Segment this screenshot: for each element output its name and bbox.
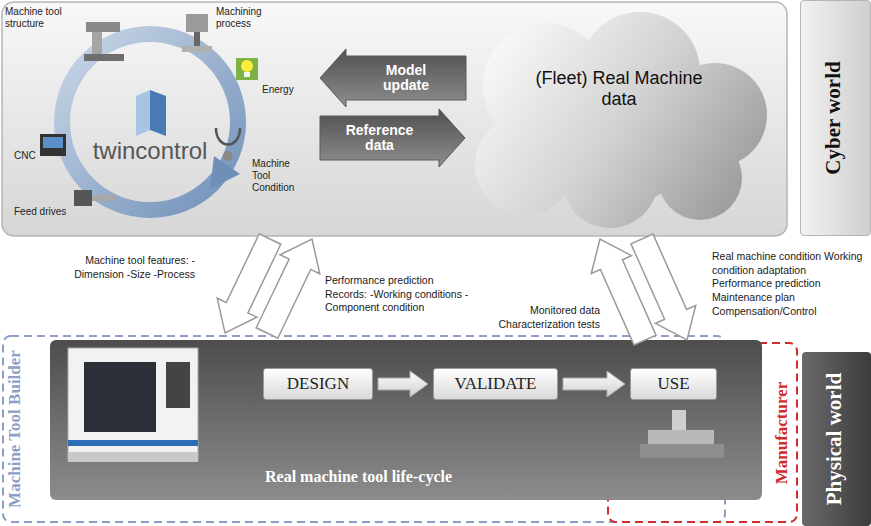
- part-label: Machine tool structure: [5, 6, 83, 30]
- flow-arrow: [631, 234, 696, 340]
- icon-part: [194, 32, 200, 46]
- icon-part: [244, 72, 250, 77]
- world-title: Physical world: [822, 354, 852, 524]
- stage-text: VALIDATE: [455, 374, 537, 394]
- structure-icon: [84, 22, 124, 61]
- twincontrol-loop: twincontrol: [40, 25, 315, 225]
- vise: [648, 430, 714, 444]
- workpiece-picture: [640, 410, 724, 458]
- icon-part: [236, 58, 258, 80]
- life-cycle-panel-ground: [50, 340, 762, 500]
- cnc-icon: [40, 134, 66, 156]
- icon-part: [92, 195, 116, 201]
- stage-text: USE: [657, 374, 689, 394]
- stage-box: VALIDATE: [433, 368, 558, 400]
- flow-arrow: [320, 49, 466, 107]
- icon-part: [186, 14, 208, 32]
- part-label: CNC: [14, 150, 36, 162]
- flow-arrow: [378, 371, 428, 397]
- panel-title: Real machine tool life-cycle: [265, 468, 452, 486]
- loop-arrowhead: [210, 156, 240, 189]
- data-cloud: (Fleet) Real Machine data: [470, 12, 768, 228]
- icon-part: [241, 60, 253, 72]
- logo-text: twincontrol: [40, 137, 260, 165]
- energy-icon: [236, 58, 258, 80]
- logo-part: [136, 90, 150, 136]
- edge-label: Monitored data Characterization tests: [470, 304, 600, 331]
- twincontrol-logo: [136, 90, 166, 136]
- edge-label: Machine tool features: -Dimension -Size …: [60, 254, 195, 281]
- part-label: Machine Tool Condition: [252, 158, 308, 194]
- flow-arrow: [256, 239, 320, 338]
- machine-control-panel: [166, 362, 190, 408]
- world-title: Cyber world: [821, 8, 851, 228]
- builder-region: Machine Tool Builder: [3, 336, 725, 522]
- flow-arrow: [320, 109, 465, 167]
- region-title: Machine Tool Builder: [5, 334, 29, 524]
- part-label: Feed drives: [14, 206, 66, 218]
- feed-drive-icon: [74, 190, 116, 206]
- machine-stripe: [68, 440, 198, 446]
- icon-part: [86, 22, 120, 32]
- logo-part: [150, 90, 166, 136]
- part-label: Energy: [262, 84, 294, 96]
- stage-box: DESIGN: [263, 368, 373, 400]
- condition-icon: [216, 128, 240, 161]
- cyber-panel-ground: [2, 2, 787, 236]
- machining-icon: [182, 14, 212, 52]
- edge-label: Model update: [369, 63, 443, 94]
- edge-label: Performance prediction Records: -Working…: [325, 274, 475, 315]
- machine-cabinet: [68, 348, 198, 460]
- machine-tool-picture: [68, 348, 198, 462]
- edge-label: Reference data: [343, 123, 417, 154]
- stage-text: DESIGN: [287, 374, 349, 394]
- icon-part: [43, 137, 63, 148]
- icon-part: [40, 134, 66, 156]
- machine-base: [68, 452, 198, 462]
- cyber-panel: Cyber worldtwincontrol(Fleet) Real Machi…: [2, 2, 787, 236]
- edge-label: Real machine condition Working condition…: [712, 250, 864, 318]
- icon-part: [74, 190, 92, 206]
- icon-part: [223, 151, 233, 161]
- region-title: Manufacturer: [772, 353, 796, 513]
- part-label: Machining process: [216, 6, 282, 30]
- icon-part: [216, 128, 240, 145]
- life-cycle-panel: Real machine tool life-cyclePhysical wor…: [50, 340, 762, 500]
- flow-arrow: [563, 371, 625, 397]
- icon-part: [182, 46, 212, 52]
- side-band: Physical world: [802, 352, 871, 526]
- stage-box: USE: [630, 368, 717, 400]
- icon-part: [84, 54, 124, 61]
- cloud-shape: [475, 12, 767, 228]
- side-band: Cyber world: [800, 0, 871, 236]
- machine-window: [84, 362, 156, 432]
- icon-part: [92, 32, 102, 56]
- cloud-text: (Fleet) Real Machine data: [534, 68, 704, 110]
- table: [640, 444, 724, 458]
- spindle: [672, 410, 686, 430]
